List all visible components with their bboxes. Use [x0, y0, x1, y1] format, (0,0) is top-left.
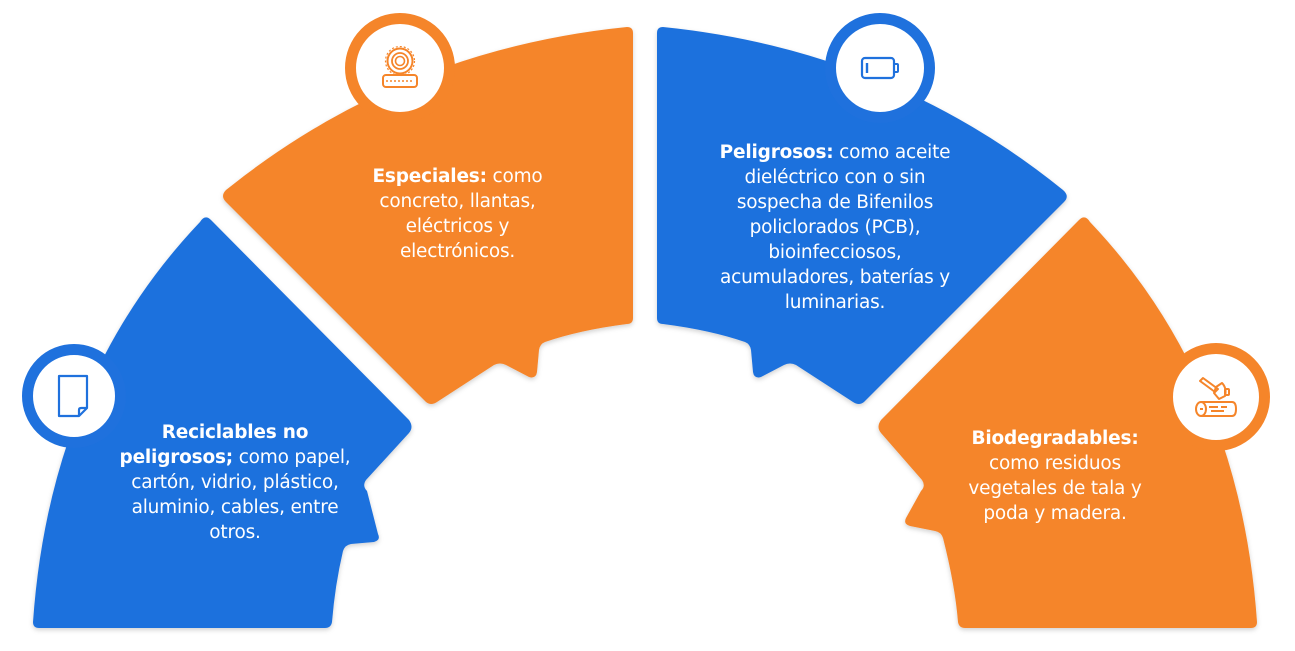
segment-biodegradables-shape	[878, 217, 1257, 628]
segment-biodegradables-text: Biodegradables: como residuos vegetales …	[950, 426, 1160, 526]
battery-icon	[860, 56, 899, 80]
axe-log-icon	[1195, 377, 1237, 417]
segment-especiales-text: Especiales: como concreto, llantas, eléc…	[360, 164, 555, 264]
badge-peligrosos	[825, 13, 935, 123]
paper-sheet-icon	[57, 374, 89, 418]
segment-reciclables-text: Reciclables no peligrosos; como papel, c…	[110, 420, 360, 545]
stacked-tires-icon	[382, 46, 418, 88]
badge-reciclables	[22, 344, 126, 448]
segment-peligrosos-text: Peligrosos: como aceite dieléctrico con …	[705, 140, 965, 315]
segment-body: como aceite dieléctrico con o sin sospec…	[720, 142, 951, 313]
segment-title: Especiales:	[372, 166, 487, 187]
segment-title: Biodegradables:	[971, 428, 1139, 449]
segment-body: como concreto, llantas, eléctricos y ele…	[379, 166, 543, 262]
badge-especiales	[345, 13, 455, 123]
segment-title: Peligrosos:	[719, 142, 834, 163]
segment-reciclables-shape	[33, 217, 412, 628]
segment-body: como residuos vegetales de tala y poda y…	[968, 453, 1142, 524]
badge-biodegradables	[1162, 343, 1270, 451]
segment-especiales-shape	[223, 27, 633, 404]
segment-peligrosos-shape	[657, 27, 1067, 404]
segment-body: como papel, cartón, vidrio, plástico, al…	[131, 447, 351, 543]
segment-title: Reciclables no peligrosos;	[119, 422, 309, 468]
